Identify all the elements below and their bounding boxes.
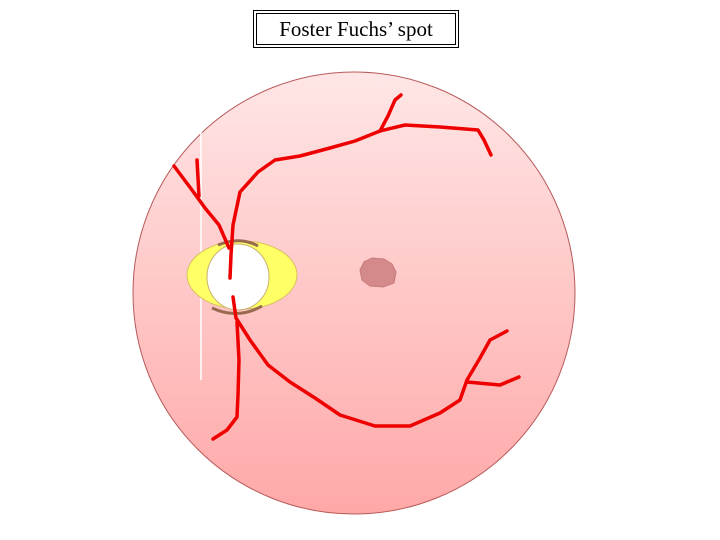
- diagram-title: Foster Fuchs’ spot: [279, 16, 433, 41]
- retinal-vessels: [172, 93, 521, 441]
- superior-arcade-vessel: [228, 123, 493, 280]
- inferior-branch-vessel: [465, 375, 521, 387]
- nasal-superior-vessel: [172, 164, 231, 250]
- superior-branch-vessel: [378, 93, 403, 133]
- short-superior-vessel: [195, 158, 201, 198]
- title-box: Foster Fuchs’ spot: [253, 10, 459, 48]
- disc-rim-shadow: [211, 239, 263, 315]
- optic-disc: [206, 243, 270, 311]
- nasal-inferior-vessel: [211, 320, 241, 441]
- inferior-arcade-vessel: [231, 295, 509, 428]
- fuchs-spot: [359, 257, 397, 288]
- fundus-circle: [132, 71, 576, 515]
